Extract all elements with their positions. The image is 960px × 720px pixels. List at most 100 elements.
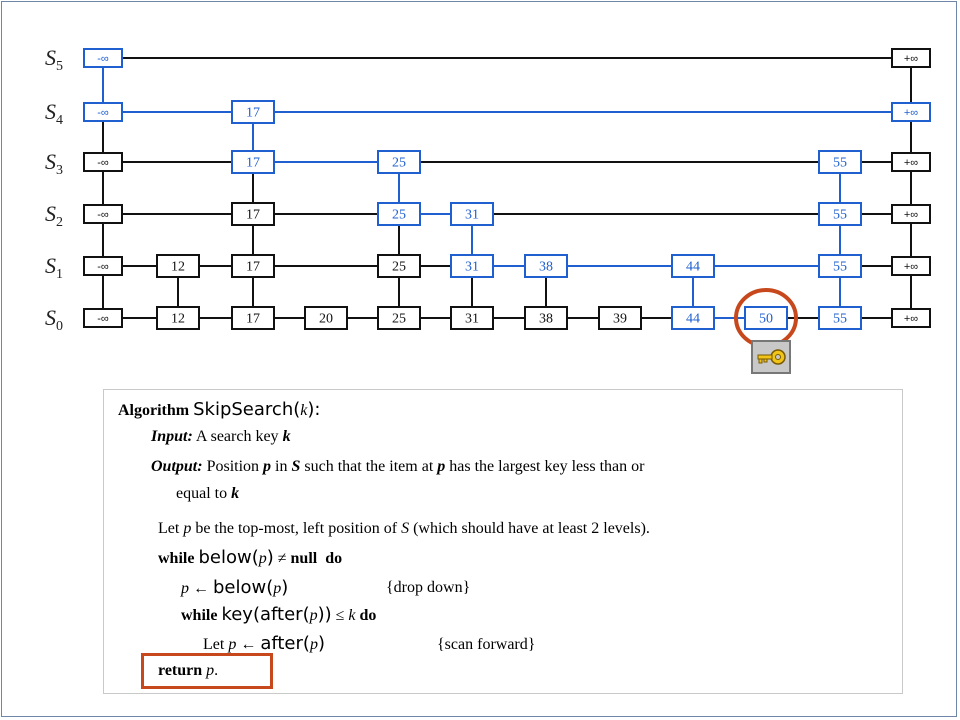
output-line-2: equal to k bbox=[176, 485, 239, 503]
node-39-s0 bbox=[598, 306, 642, 330]
neg-inf-node-s0-label: -∞ bbox=[97, 313, 109, 325]
level-label-s3: S3 bbox=[45, 149, 63, 178]
return-highlight-box bbox=[141, 653, 273, 689]
node-17-s0 bbox=[231, 306, 275, 330]
neg-inf-node-s4-label: -∞ bbox=[97, 107, 109, 119]
key-icon[interactable] bbox=[751, 340, 791, 374]
below-fn: below( bbox=[198, 547, 259, 568]
do-keyword-2: do bbox=[359, 607, 377, 624]
node-31-s0-label: 31 bbox=[465, 312, 479, 327]
output-text-2: in bbox=[275, 458, 288, 475]
while-keyword-2: while bbox=[181, 607, 218, 624]
output-text-3: such that the item at bbox=[304, 458, 434, 475]
node-12-s0-label: 12 bbox=[171, 312, 185, 327]
pos-inf-node-s5 bbox=[891, 48, 931, 68]
node-31-s1 bbox=[450, 254, 494, 278]
algorithm-heading: Algorithm SkipSearch(k): bbox=[118, 399, 320, 420]
key-var-p: p bbox=[309, 607, 318, 624]
output-var-p: p bbox=[263, 458, 272, 475]
node-25-s0-label: 25 bbox=[392, 312, 406, 327]
pos-inf-node-s4 bbox=[891, 102, 931, 122]
level-label-s1: S1 bbox=[45, 253, 63, 282]
output-var-k: k bbox=[231, 485, 240, 502]
comment-scan-forward: {scan forward} bbox=[437, 636, 535, 654]
algorithm-heading-end: ): bbox=[307, 399, 321, 420]
node-55-s3-label: 55 bbox=[833, 156, 847, 171]
level-label-s4: S4 bbox=[45, 99, 63, 128]
node-44-s0-label: 44 bbox=[686, 312, 700, 327]
node-17-s0-label: 17 bbox=[246, 312, 260, 327]
below-close: ) bbox=[266, 547, 274, 568]
node-39-s0-label: 39 bbox=[613, 312, 627, 327]
node-38-s1-label: 38 bbox=[539, 260, 553, 275]
output-var-p2: p bbox=[437, 458, 446, 475]
scan-arrow: ← bbox=[240, 636, 257, 653]
output-text-4: has the largest key less than or bbox=[449, 458, 645, 475]
key-close: )) bbox=[317, 604, 332, 625]
scan-let: Let bbox=[203, 636, 225, 653]
node-38-s0-label: 38 bbox=[539, 312, 553, 327]
node-17-s1 bbox=[231, 254, 275, 278]
below-close-2: ) bbox=[281, 577, 289, 598]
let-text-3: (which should have at least 2 levels). bbox=[413, 520, 650, 537]
level-label-s5: S5 bbox=[45, 45, 63, 74]
after-close: ) bbox=[317, 633, 325, 654]
input-var: k bbox=[282, 428, 291, 445]
node-25-s1 bbox=[377, 254, 421, 278]
node-50-s0 bbox=[744, 306, 788, 330]
null-keyword: null bbox=[290, 550, 318, 567]
node-17-s2-label: 17 bbox=[246, 208, 260, 223]
return-line: return p. bbox=[158, 662, 218, 680]
below-var-p2: p bbox=[273, 580, 282, 597]
node-44-s0 bbox=[671, 306, 715, 330]
return-var-p: p bbox=[206, 662, 215, 679]
neg-inf-node-s5-label: -∞ bbox=[97, 53, 109, 65]
node-55-s0 bbox=[818, 306, 862, 330]
node-20-s0 bbox=[304, 306, 348, 330]
node-55-s2-label: 55 bbox=[833, 208, 847, 223]
let-text-2: be the top-most, left position of bbox=[195, 520, 398, 537]
node-31-s0 bbox=[450, 306, 494, 330]
node-38-s1 bbox=[524, 254, 568, 278]
algorithm-keyword: Algorithm bbox=[118, 402, 190, 419]
algorithm-name: SkipSearch( bbox=[193, 399, 301, 420]
node-25-s0 bbox=[377, 306, 421, 330]
skip-list-diagram: S5S4S3S2S1S0-∞+∞-∞+∞-∞+∞-∞+∞-∞+∞-∞+∞1212… bbox=[45, 45, 931, 348]
output-label: Output: bbox=[151, 458, 203, 475]
neg-inf-node-s5 bbox=[83, 48, 123, 68]
output-line: Output: Position p in S such that the it… bbox=[151, 458, 644, 476]
pos-inf-node-s0 bbox=[891, 308, 931, 328]
node-31-s2 bbox=[450, 202, 494, 226]
pos-inf-node-s1-label: +∞ bbox=[904, 261, 918, 273]
pos-inf-node-s3 bbox=[891, 152, 931, 172]
scan-var-p: p bbox=[228, 636, 237, 653]
comment-drop-down: {drop down} bbox=[386, 579, 470, 597]
node-31-s2-label: 31 bbox=[465, 208, 479, 223]
neg-inf-node-s0 bbox=[83, 308, 123, 328]
while-keyword-1: while bbox=[158, 550, 195, 567]
neq-symbol: ≠ bbox=[277, 550, 287, 567]
node-25-s2-label: 25 bbox=[392, 208, 406, 223]
node-25-s2 bbox=[377, 202, 421, 226]
neg-inf-node-s3 bbox=[83, 152, 123, 172]
algorithm-arg: k bbox=[300, 402, 308, 419]
node-55-s1 bbox=[818, 254, 862, 278]
node-17-s4-label: 17 bbox=[246, 106, 260, 121]
neg-inf-node-s2-label: -∞ bbox=[97, 209, 109, 221]
node-17-s3-label: 17 bbox=[246, 156, 260, 171]
node-38-s0 bbox=[524, 306, 568, 330]
drop-down-line: p ← below(p) bbox=[181, 577, 288, 598]
below-var-p: p bbox=[258, 550, 267, 567]
node-17-s1-label: 17 bbox=[246, 260, 260, 275]
let-var-p: p bbox=[183, 520, 192, 537]
below-fn-2: below( bbox=[213, 577, 274, 598]
node-12-s1 bbox=[156, 254, 200, 278]
let-var-s: S bbox=[401, 520, 410, 537]
while-line-1: while below(p) ≠ null do bbox=[158, 547, 342, 568]
node-25-s1-label: 25 bbox=[392, 260, 406, 275]
node-55-s2 bbox=[818, 202, 862, 226]
key-glyph bbox=[757, 349, 786, 365]
pos-inf-node-s4-label: +∞ bbox=[904, 107, 918, 119]
pos-inf-node-s2 bbox=[891, 204, 931, 224]
